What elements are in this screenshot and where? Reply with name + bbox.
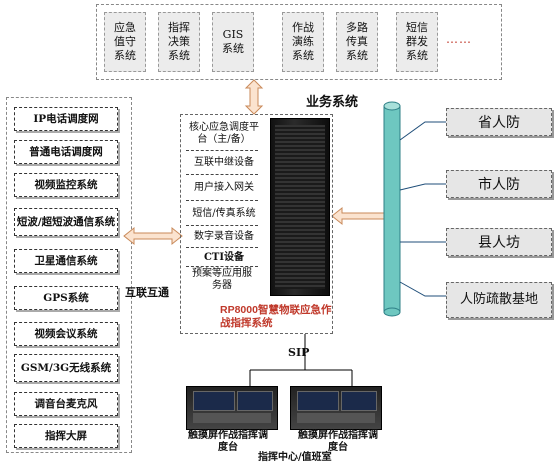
level-province[interactable]: 省人防 [446,108,552,136]
center-module-sms-fax: 短信/传真系统 [192,208,256,219]
product-name: RP8000智慧物联应急作战指挥系统 [220,304,332,329]
left-system-mixer-mic[interactable]: 调音台麦克风 [14,392,118,416]
bus-cylinder-bottom [383,307,401,317]
center-divider-4 [186,225,258,226]
center-divider-2 [186,174,258,175]
left-systems-frame [6,97,132,453]
center-module-relay: 互联中继设备 [194,157,254,168]
center-divider-3 [186,200,258,201]
bus-line-4 [399,281,446,297]
left-system-phone[interactable]: 普通电话调度网 [14,140,118,164]
level-county[interactable]: 县人坊 [446,228,552,256]
left-system-video-monitor[interactable]: 视频监控系统 [14,173,118,197]
top-system-drill[interactable]: 作战演练系统 [282,12,324,72]
top-more-ellipsis: …… [446,32,472,46]
center-module-recording: 数字录音设备 [194,231,254,242]
center-module-cti: CTI设备 [203,252,245,263]
top-system-sms[interactable]: 短信群发系统 [396,12,438,72]
top-system-gis[interactable]: GIS系统 [212,12,254,72]
top-system-emergency-duty[interactable]: 应急值守系统 [104,12,146,72]
top-double-arrow [244,79,264,115]
center-module-access-gateway: 用户接入网关 [194,182,254,193]
console-1[interactable] [186,386,278,430]
sip-label: SIP [288,346,310,359]
center-module-core-platform: 核心应急调度平台（主/备） [189,122,259,145]
business-systems-label: 业务系统 [306,95,359,110]
center-divider-6 [186,266,258,267]
left-system-ip-phone[interactable]: IP电话调度网 [14,107,118,131]
center-module-app-server: 预案等应用服务器 [192,268,252,291]
level-city[interactable]: 市人防 [446,170,552,198]
bus-line-2 [399,183,446,191]
top-system-command-decision[interactable]: 指挥决策系统 [158,12,200,72]
left-system-big-screen[interactable]: 指挥大屏 [14,424,118,448]
top-system-fax[interactable]: 多路传真系统 [336,12,378,72]
left-double-arrow [123,226,183,246]
level-evacuation-base[interactable]: 人防疏散基地 [446,282,552,318]
interconnect-label: 互联互通 [125,286,169,299]
command-center-label: 指挥中心/值班室 [258,452,332,463]
console-1-label: 触摸屏作战指挥调度台 [188,430,268,453]
center-system-frame [180,114,333,334]
left-system-video-conf[interactable]: 视频会议系统 [14,322,118,346]
console-2-label: 触摸屏作战指挥调度台 [298,430,378,453]
left-system-satellite[interactable]: 卫星通信系统 [14,249,118,273]
center-divider-5 [186,247,258,248]
bus-cylinder-top [383,101,401,111]
left-system-shortwave[interactable]: 短波/超短波通信系统 [14,208,118,236]
center-divider-1 [186,150,258,151]
business-systems-frame [96,4,502,80]
server-rack [270,118,330,296]
left-system-gsm[interactable]: GSM/3G无线系统 [14,354,118,382]
left-system-gps[interactable]: GPS系统 [14,286,118,310]
bus-cylinder [383,105,401,313]
console-2[interactable] [290,386,382,430]
bus-line-1 [399,121,446,141]
